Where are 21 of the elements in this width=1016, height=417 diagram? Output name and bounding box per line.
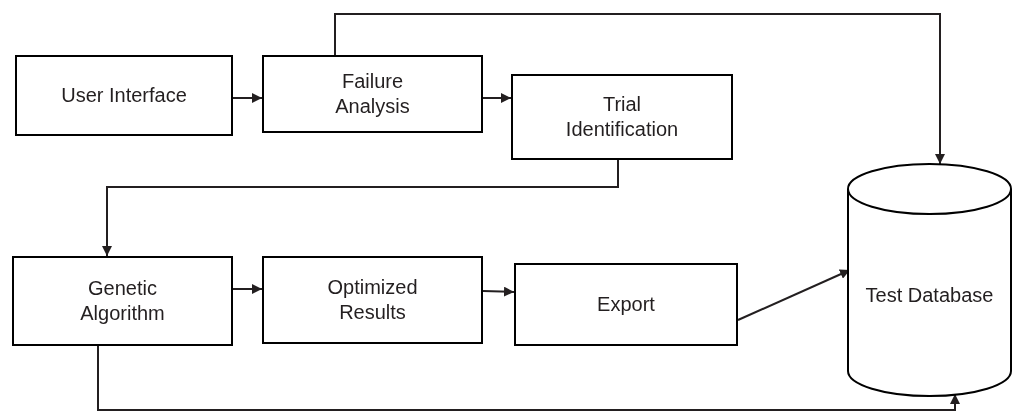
arrow (232, 93, 263, 103)
arrow (102, 159, 619, 257)
process-box (511, 74, 733, 160)
process-box (15, 55, 233, 136)
node-label: Genetic Algorithm (79, 276, 166, 326)
node-label: Test Database (865, 282, 994, 308)
arrow (232, 284, 263, 294)
node-label: Failure Analysis (334, 69, 411, 119)
arrow (482, 93, 512, 103)
process-box (262, 55, 483, 133)
arrow (482, 286, 515, 297)
node-label: User Interface (61, 83, 187, 108)
database-cylinder (847, 163, 1012, 397)
node-label: Trial Identification (564, 92, 680, 142)
node-label: Export (597, 292, 655, 317)
process-box (514, 263, 738, 346)
process-box (12, 256, 233, 346)
process-box (262, 256, 483, 344)
node-label: Optimized Results (326, 275, 419, 325)
arrow (97, 345, 960, 411)
arrow (334, 13, 945, 165)
